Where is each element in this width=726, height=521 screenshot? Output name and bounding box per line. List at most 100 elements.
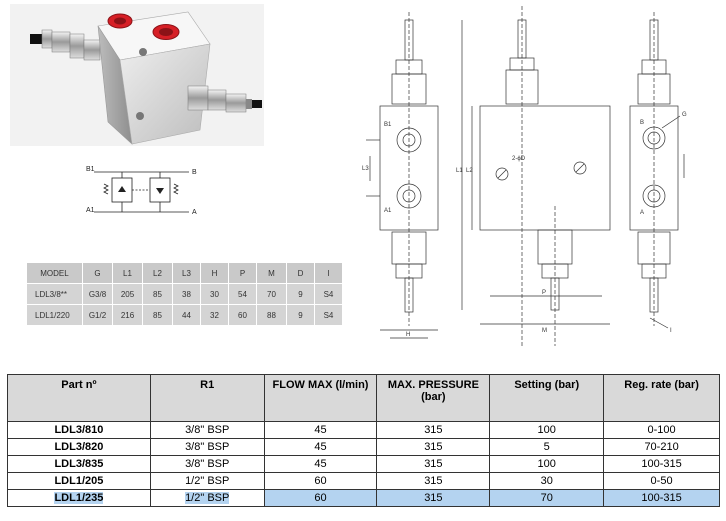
- schematic-port-a: A: [192, 209, 197, 216]
- dim-cell: LDL3/8**: [26, 283, 83, 305]
- dim-cell: 85: [142, 304, 173, 326]
- drawing-label-l3: L3: [362, 166, 369, 172]
- dimension-row: LDL3/8** G3/8 205 85 38 30 54 70 9 S4: [26, 283, 343, 305]
- dim-cell: 88: [256, 304, 287, 326]
- reg-rate-cell: 0-100: [603, 421, 720, 439]
- valve-illustration: [30, 11, 262, 145]
- pressure-cell: 315: [376, 472, 491, 490]
- dim-cell: 70: [256, 283, 287, 305]
- dim-cell: 32: [200, 304, 229, 326]
- dimension-row: LDL1/220 G1/2 216 85 44 32 60 88 9 S4: [26, 304, 343, 326]
- pressure-cell: 315: [376, 438, 491, 456]
- drawing-label-a: A: [640, 210, 644, 216]
- selected-text: LDL1/235: [54, 492, 104, 504]
- part-number: LDL1/205: [7, 472, 151, 490]
- setting-cell: 100: [489, 455, 605, 473]
- dim-cell: 54: [228, 283, 257, 305]
- dim-header-l2: L2: [142, 262, 173, 284]
- dim-header-l3: L3: [172, 262, 201, 284]
- schematic-port-b1: B1: [86, 166, 95, 173]
- pressure-cell: 315: [376, 421, 491, 439]
- side-view-right: [629, 12, 685, 329]
- reg-rate-cell: 70-210: [603, 438, 720, 456]
- dim-cell: S4: [314, 283, 343, 305]
- drawing-label-b1: B1: [384, 122, 392, 128]
- dim-header-model: MODEL: [26, 262, 83, 284]
- dim-cell: 38: [172, 283, 201, 305]
- drawing-label-b: B: [640, 120, 644, 126]
- header-max-pressure: MAX. PRESSURE (bar): [376, 374, 491, 422]
- dim-header-p: P: [228, 262, 257, 284]
- flow-cell: 60: [263, 489, 378, 507]
- drawing-label-g: G: [682, 112, 687, 118]
- dim-cell: G3/8: [82, 283, 113, 305]
- header-part-no: Part nº: [7, 374, 151, 422]
- dim-cell: S4: [314, 304, 343, 326]
- dim-header-m: M: [256, 262, 287, 284]
- parts-header-row: Part nº R1 FLOW MAX (l/min) MAX. PRESSUR…: [7, 374, 720, 422]
- setting-cell: 70: [489, 489, 605, 507]
- drawing-label-i: I: [670, 328, 672, 334]
- drawing-label-d: 2-ϕD: [512, 156, 526, 162]
- flow-cell: 60: [263, 472, 378, 490]
- technical-drawing: B1 A1 L3 L2 L1 H P M 2-ϕD B A G I: [362, 6, 687, 346]
- dim-header-g: G: [82, 262, 113, 284]
- dim-cell: 9: [286, 304, 315, 326]
- dim-header-i: I: [314, 262, 343, 284]
- dim-cell: LDL1/220: [26, 304, 83, 326]
- front-view: [461, 6, 611, 346]
- dim-header-h: H: [200, 262, 229, 284]
- part-number: LDL3/835: [7, 455, 151, 473]
- r1-cell: 3/8" BSP: [149, 421, 265, 439]
- reg-rate-cell: 100-315: [603, 455, 720, 473]
- drawing-label-l1: L1: [456, 168, 463, 174]
- drawing-label-a1: A1: [384, 208, 392, 214]
- setting-cell: 5: [489, 438, 605, 456]
- header-r1: R1: [149, 374, 265, 422]
- table-row-selected: LDL1/235 1/2" BSP 60 315 70 100-315: [7, 489, 720, 507]
- part-number: LDL3/810: [7, 421, 151, 439]
- header-reg-rate: Reg. rate (bar): [603, 374, 720, 422]
- dimension-table: MODEL G L1 L2 L3 H P M D I LDL3/8** G3/8…: [26, 262, 343, 326]
- hydraulic-schematic: B1 A1 B A: [86, 166, 197, 216]
- schematic-port-b: B: [192, 169, 197, 176]
- dimension-header-row: MODEL G L1 L2 L3 H P M D I: [26, 262, 343, 284]
- setting-cell: 30: [489, 472, 605, 490]
- r1-cell: 1/2" BSP: [149, 472, 265, 490]
- part-number: LDL3/820: [7, 438, 151, 456]
- dim-cell: 60: [228, 304, 257, 326]
- drawing-label-p: P: [542, 290, 546, 296]
- table-row: LDL3/810 3/8" BSP 45 315 100 0-100: [7, 421, 720, 439]
- dim-cell: G1/2: [82, 304, 113, 326]
- table-row: LDL3/835 3/8" BSP 45 315 100 100-315: [7, 455, 720, 473]
- flow-cell: 45: [263, 421, 378, 439]
- product-photo: [10, 4, 264, 146]
- dim-cell: 30: [200, 283, 229, 305]
- schematic-port-a1: A1: [86, 207, 95, 214]
- dim-cell: 44: [172, 304, 201, 326]
- drawing-label-m: M: [542, 328, 547, 334]
- dim-cell: 216: [112, 304, 143, 326]
- reg-rate-cell: 100-315: [603, 489, 720, 507]
- drawing-label-l2: L2: [466, 168, 473, 174]
- setting-cell: 100: [489, 421, 605, 439]
- flow-cell: 45: [263, 455, 378, 473]
- r1-cell: 3/8" BSP: [149, 438, 265, 456]
- drawing-label-h: H: [406, 332, 410, 338]
- flow-cell: 45: [263, 438, 378, 456]
- dim-cell: 9: [286, 283, 315, 305]
- parts-table: Part nº R1 FLOW MAX (l/min) MAX. PRESSUR…: [7, 374, 720, 507]
- dim-cell: 205: [112, 283, 143, 305]
- dim-header-l1: L1: [112, 262, 143, 284]
- dim-cell: 85: [142, 283, 173, 305]
- side-view-left: [366, 12, 439, 339]
- pressure-cell: 315: [376, 489, 491, 507]
- pressure-cell: 315: [376, 455, 491, 473]
- header-flow-max: FLOW MAX (l/min): [263, 374, 378, 422]
- selected-text: 1/2" BSP: [185, 492, 230, 504]
- header-setting: Setting (bar): [489, 374, 605, 422]
- table-row: LDL1/205 1/2" BSP 60 315 30 0-50: [7, 472, 720, 490]
- part-number: LDL1/235: [7, 489, 151, 507]
- reg-rate-cell: 0-50: [603, 472, 720, 490]
- r1-cell: 3/8" BSP: [149, 455, 265, 473]
